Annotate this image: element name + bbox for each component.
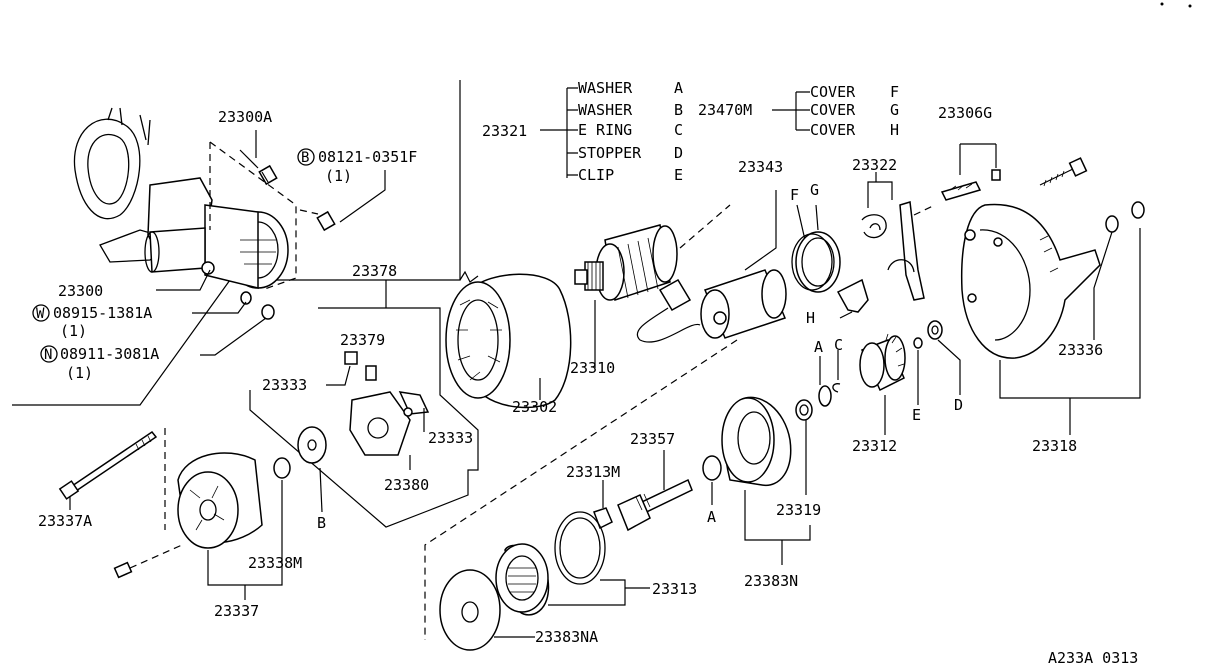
pinion-shaft-23357 [617,450,693,532]
label-23306G: 23306G [938,104,992,122]
through-bolt-23337A [58,430,158,510]
armature [574,204,731,368]
letter-B-washer: B [317,514,326,532]
badge-n-letter: N [44,347,52,363]
bushings-23336 [1093,201,1145,340]
bushing-23338M [273,457,291,479]
label-23319: 23319 [776,501,821,519]
washer-a-upper [818,385,832,407]
letter-E: E [912,406,921,424]
label-23379: 23379 [340,331,385,349]
e-ring-c [832,383,841,393]
label-08911-3081A: 08911-3081A [60,345,159,363]
letter-G: G [810,181,819,199]
legend-23321-name-0: WASHER [578,79,633,97]
label-23313: 23313 [652,580,697,598]
legend-23321-code-1: B [674,101,683,119]
badge-w [32,304,50,322]
label-23318: 23318 [1032,437,1077,455]
label-08121-0351F: 08121-0351F [318,148,417,166]
qty-08121: (1) [325,167,352,185]
magnetic-switch [424,190,787,640]
label-23380: 23380 [384,476,429,494]
badge-w-letter: W [36,306,45,322]
label-23337: 23337 [214,602,259,620]
legend-23470M-name-2: COVER [810,121,856,139]
letter-A-lower: A [707,508,716,526]
label-23338M: 23338M [248,554,302,572]
rear-cover-23313 [495,511,650,616]
qty-08915: (1) [60,322,87,340]
label-23300A: 23300A [218,108,272,126]
washer-b [297,426,327,464]
label-23300: 23300 [58,282,103,300]
badge-b-letter: B [301,150,309,166]
label-23383NA: 23383NA [535,628,598,646]
letter-A-upper: A [814,338,823,356]
legend-23470M [772,91,810,131]
label-23383N: 23383N [744,572,798,590]
legend-23321-name-1: WASHER [578,101,633,119]
label-23343: 23343 [738,158,783,176]
letter-H: H [806,309,815,327]
covers-fgh [791,204,869,319]
label-23333-right: 23333 [428,429,473,447]
letter-C: C [834,336,843,354]
washer-w [240,291,252,305]
label-23470M: 23470M [698,101,752,119]
label-23321: 23321 [482,122,527,140]
legend-23321 [540,87,578,178]
stopper-d [927,320,943,340]
yoke-field-coil [445,270,572,409]
qty-08911: (1) [66,364,93,382]
label-23322: 23322 [852,156,897,174]
starter-assembly-drawing [73,107,336,291]
letter-F: F [790,186,799,204]
label-08915-1381A: 08915-1381A [53,304,152,322]
rear-housing-23337 [113,428,283,600]
legend-23321-name-3: STOPPER [578,144,642,162]
legend-23470M-name-1: COVER [810,101,856,119]
brush-holder-group [249,280,479,528]
washer-a-lower [702,455,722,481]
badge-n [40,345,58,363]
label-23336: 23336 [1058,341,1103,359]
label-23337A: 23337A [38,512,92,530]
shift-lever-group [861,172,936,301]
legend-23321-code-2: C [674,121,683,139]
legend-23321-code-3: D [674,144,683,162]
diagram-code: A233A 0313 [1048,649,1138,667]
nut-n [261,304,275,320]
end-plate-23383NA [439,569,535,651]
label-23310: 23310 [570,359,615,377]
legend-23470M-code-1: G [890,101,899,119]
badge-b [297,148,315,166]
label-23333-left: 23333 [262,376,307,394]
bracket-bolts-23306G [940,143,1088,201]
label-23378: 23378 [352,262,397,280]
legend-23470M-code-0: F [890,83,899,101]
clip-e [913,337,923,349]
label-23302: 23302 [512,398,557,416]
legend-23470M-name-0: COVER [810,83,856,101]
letter-D: D [954,396,963,414]
legend-23321-code-0: A [674,79,683,97]
label-23312: 23312 [852,437,897,455]
drive-housing-23383N [721,396,813,565]
legend-23321-code-4: E [674,166,683,184]
label-23357: 23357 [630,430,675,448]
label-23313M: 23313M [566,463,620,481]
pinion-23312 [859,333,906,435]
legend-23321-name-4: CLIP [578,166,614,184]
gear-case [960,203,1141,435]
legend-23321-name-2: E RING [578,121,632,139]
legend-23470M-code-2: H [890,121,899,139]
